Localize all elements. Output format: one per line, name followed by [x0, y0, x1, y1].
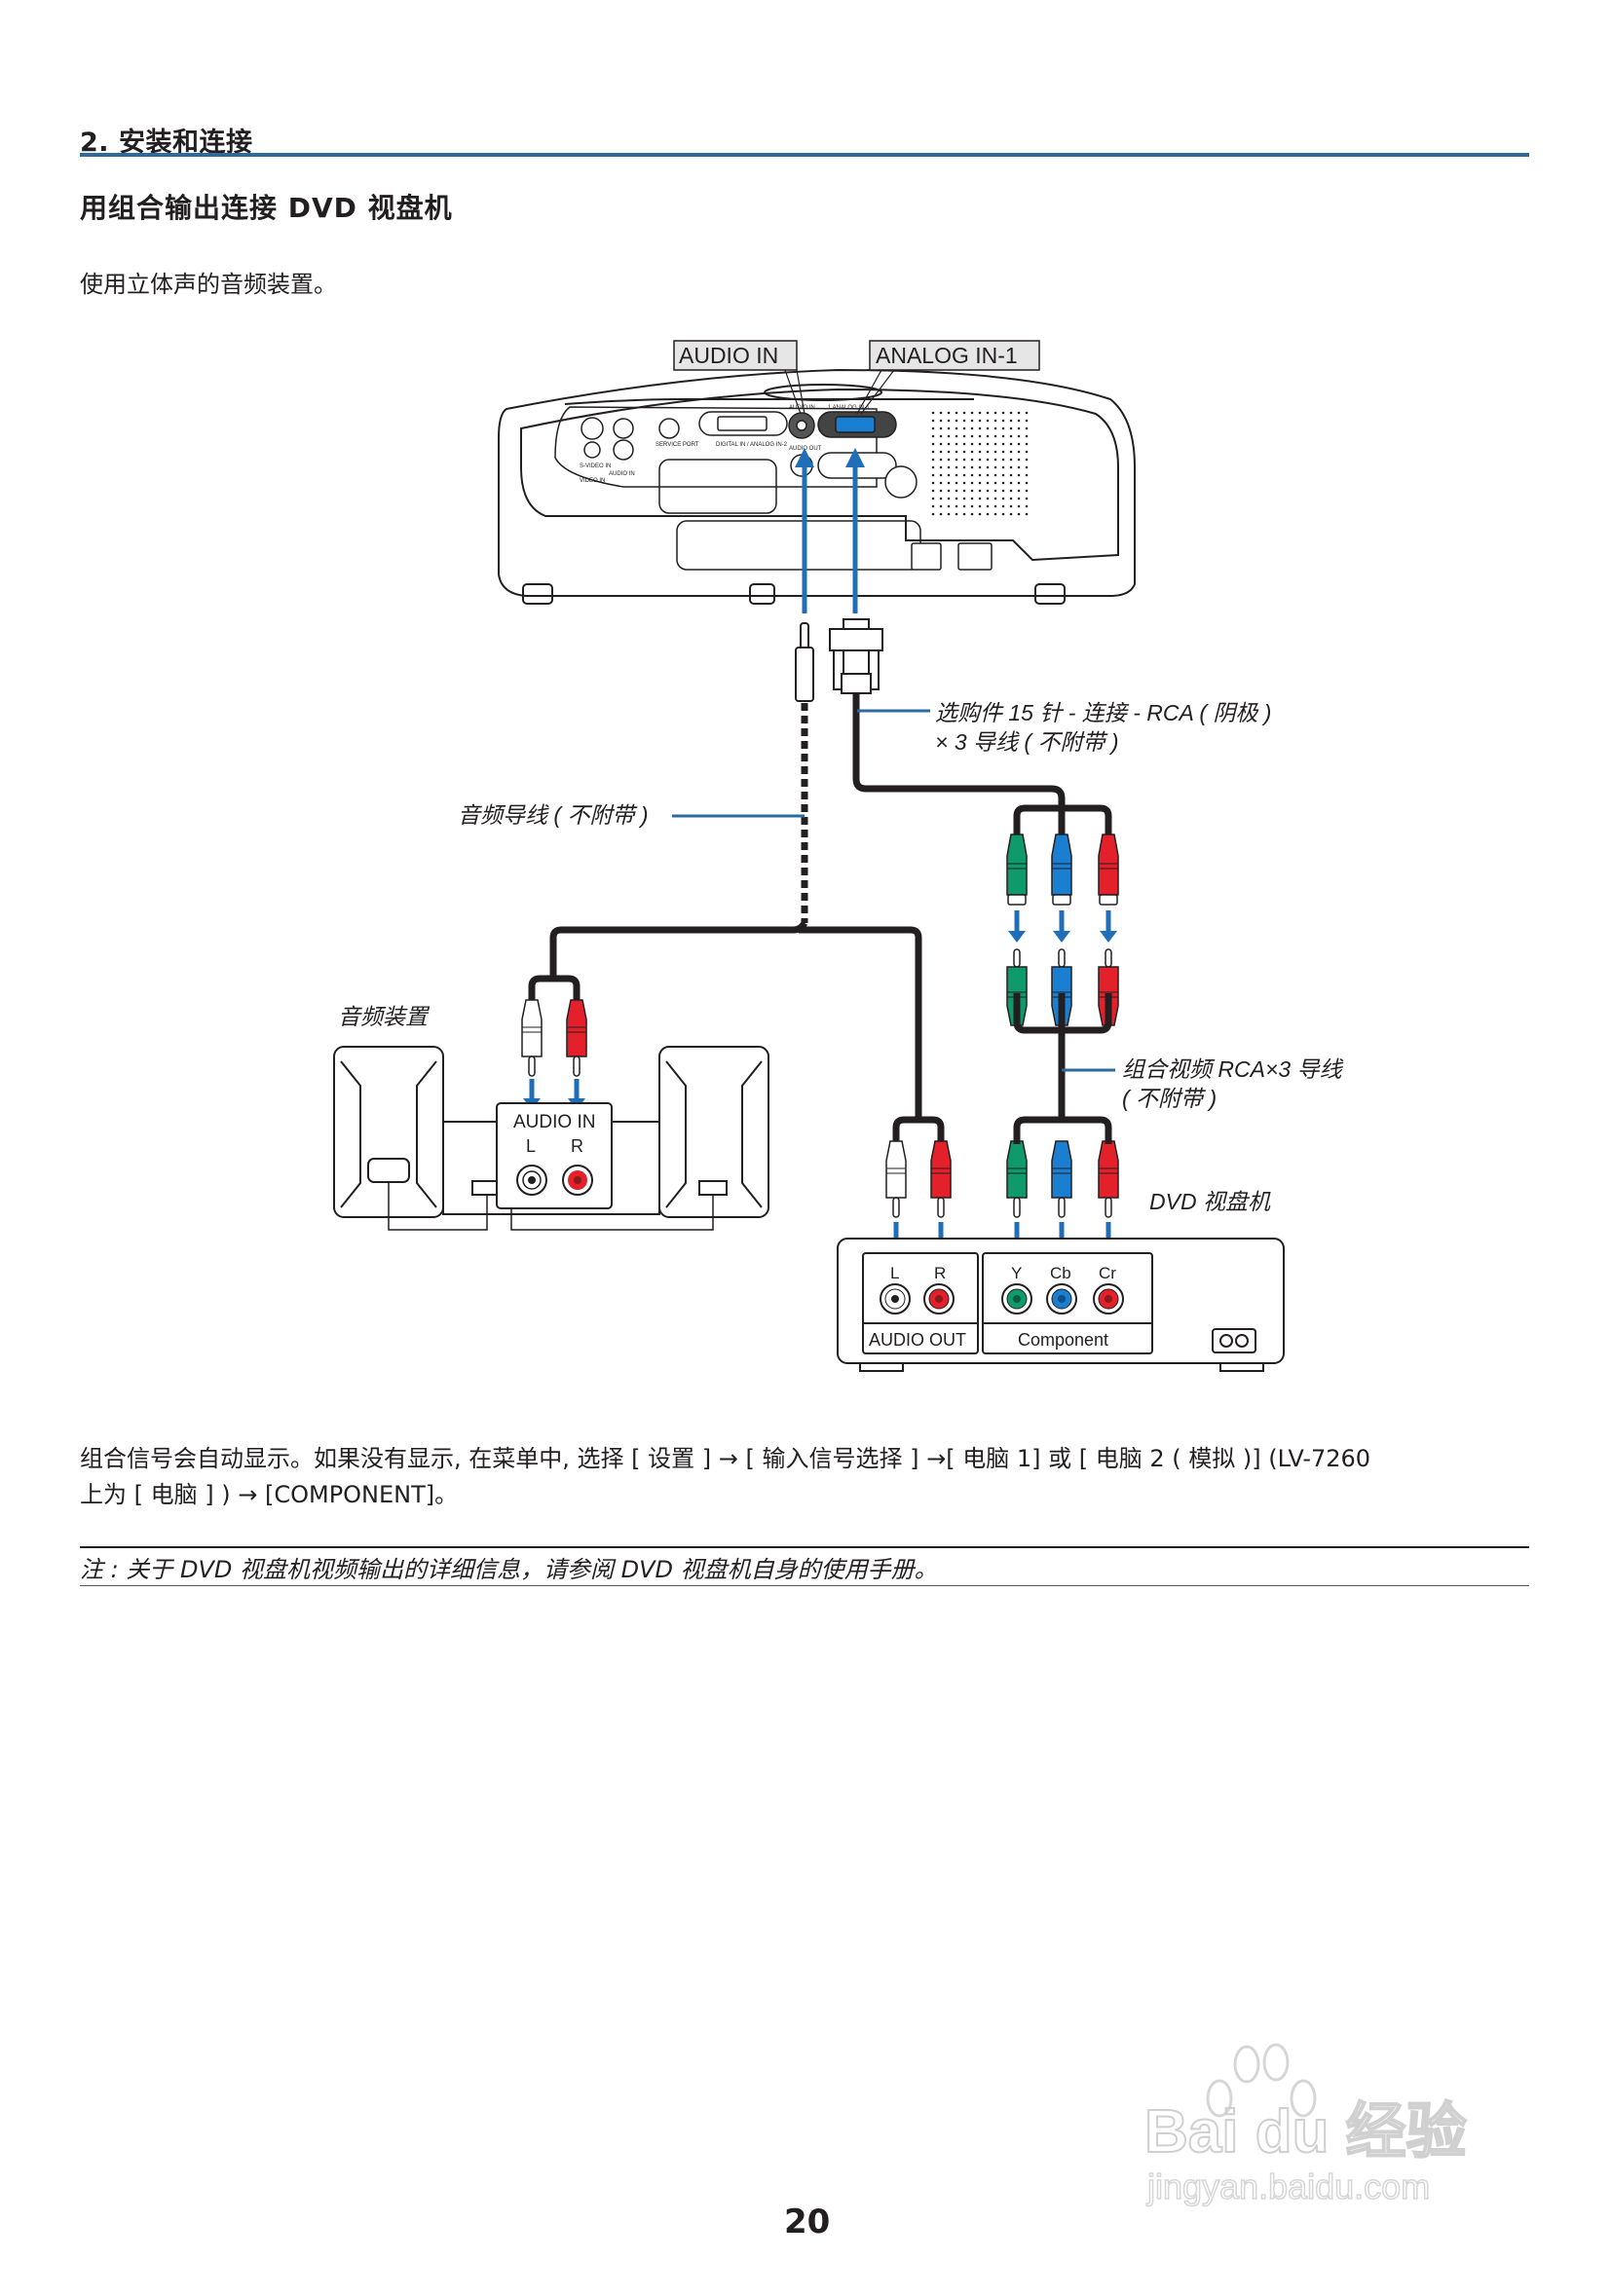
- right-speaker: [658, 1046, 769, 1218]
- baidu-watermark: Bai du 经验 jingyan.baidu.com: [1143, 2043, 1468, 2207]
- dvd-jack-cr: [1093, 1283, 1124, 1315]
- audio-device-plug-red: [566, 999, 587, 1077]
- watermark-url: jingyan.baidu.com: [1146, 2166, 1430, 2206]
- arrow-rca-red: [1100, 910, 1117, 943]
- female-rca-plug-blue: [1051, 833, 1072, 906]
- port-label-service: SERVICE PORT: [656, 442, 699, 448]
- vga-cable: [852, 693, 1066, 837]
- audio-cable-to-device: [549, 921, 808, 979]
- note-text: 注 : 关于 DVD 视盘机视频输出的详细信息，请参阅 DVD 视盘机自身的使用…: [80, 1556, 938, 1583]
- analog-in-label: ANALOG IN-1: [876, 343, 1018, 368]
- dvd-audio-plug-red: [930, 1140, 952, 1218]
- port-label-analog-in: 1 ANALOG IN-1: [828, 405, 870, 411]
- port-label-audio-out: AUDIO OUT: [789, 446, 822, 452]
- connection-diagram: S-VIDEO IN VIDEO IN AUDIO IN SERVICE POR…: [333, 340, 1344, 1372]
- projector-ports: [581, 411, 993, 571]
- dvd-component-plug-green: [1006, 1140, 1028, 1218]
- section-title: 2. 安装和连接: [80, 128, 253, 158]
- dvd-jack-audio-r: [923, 1283, 955, 1315]
- dvd-audio-r-label: R: [934, 1264, 946, 1282]
- body-paragraph: 组合信号会自动显示。如果没有显示, 在菜单中, 选择 [ 设置 ] → [ 输入…: [80, 1441, 1541, 1513]
- vga-cable-label-line2: × 3 导线 ( 不附带 ): [935, 729, 1119, 755]
- analog-in-callout: ANALOG IN-1: [856, 340, 1040, 415]
- dvd-y-label: Y: [1011, 1264, 1022, 1282]
- intro-text: 使用立体声的音频装置。: [80, 271, 337, 298]
- dvd-player-label: DVD 视盘机: [1149, 1189, 1271, 1214]
- audio-device-label: 音频装置: [338, 1004, 431, 1029]
- dvd-audio-out-label: AUDIO OUT: [869, 1330, 966, 1350]
- amp-left-label: L: [526, 1136, 536, 1156]
- amp-right-label: R: [571, 1136, 583, 1156]
- dvd-jack-audio-l: [880, 1283, 911, 1315]
- dvd-jack-cb: [1046, 1283, 1077, 1315]
- dvd-component-label: Component: [1018, 1330, 1108, 1350]
- audio-cable-label: 音频导线 ( 不附带 ): [458, 802, 649, 828]
- left-speaker: [333, 1046, 444, 1218]
- port-label-audio-in: AUDIO IN: [789, 405, 815, 411]
- female-rca-plug-red: [1098, 833, 1119, 906]
- female-rca-plug-green: [1006, 833, 1028, 906]
- subsection-title: 用组合输出连接 DVD 视盘机: [80, 192, 453, 224]
- port-label-audio-in-small: AUDIO IN: [609, 471, 635, 477]
- section-divider: [80, 153, 1529, 157]
- note-rule-bottom: [80, 1585, 1529, 1586]
- dvd-cb-label: Cb: [1050, 1264, 1071, 1282]
- amp-jack-left: [516, 1165, 547, 1196]
- audio-cable-to-dvd: [799, 926, 922, 1120]
- body-line-2: 上为 [ 电脑 ] ) → [COMPONENT]。: [80, 1481, 459, 1508]
- arrow-rca-blue: [1053, 910, 1070, 943]
- audio-in-callout: AUDIO IN: [673, 340, 806, 415]
- audio-in-label: AUDIO IN: [679, 343, 778, 368]
- dvd-audio-plug-white: [885, 1140, 907, 1218]
- dvd-component-plug-red: [1098, 1140, 1119, 1218]
- port-label-digital-in: DIGITAL IN / ANALOG IN-2: [716, 442, 788, 448]
- amp-jack-right: [562, 1165, 593, 1196]
- body-line-1: 组合信号会自动显示。如果没有显示, 在菜单中, 选择 [ 设置 ] → [ 输入…: [80, 1445, 1371, 1472]
- arrow-rca-green: [1008, 910, 1026, 943]
- mini-jack-plug: [795, 622, 814, 702]
- dvd-component-plug-blue: [1051, 1140, 1072, 1218]
- projector-rear: [498, 368, 1136, 605]
- port-label-s-video: S-VIDEO IN: [580, 463, 611, 469]
- port-label-video: VIDEO IN: [580, 478, 605, 484]
- component-cable-label-line1: 组合视频 RCA×3 导线: [1122, 1056, 1344, 1082]
- note-rule-top: [80, 1546, 1529, 1548]
- dvd-jack-y: [1001, 1283, 1032, 1315]
- page-number: 20: [784, 2203, 831, 2241]
- vga-cable-label-line1: 选购件 15 针 - 连接 - RCA ( 阴极 ): [935, 700, 1271, 725]
- audio-device-plug-white: [521, 999, 543, 1077]
- speaker-wires: [388, 1182, 714, 1231]
- dvd-cr-label: Cr: [1099, 1264, 1116, 1282]
- projector-vent: [931, 411, 1029, 516]
- vga-plug: [829, 618, 883, 694]
- amp-audio-in-title: AUDIO IN: [513, 1112, 595, 1132]
- dvd-audio-l-label: L: [890, 1264, 899, 1282]
- watermark-brand: Bai du 经验: [1144, 2098, 1467, 2166]
- component-cable-label-line2: ( 不附带 ): [1122, 1086, 1217, 1111]
